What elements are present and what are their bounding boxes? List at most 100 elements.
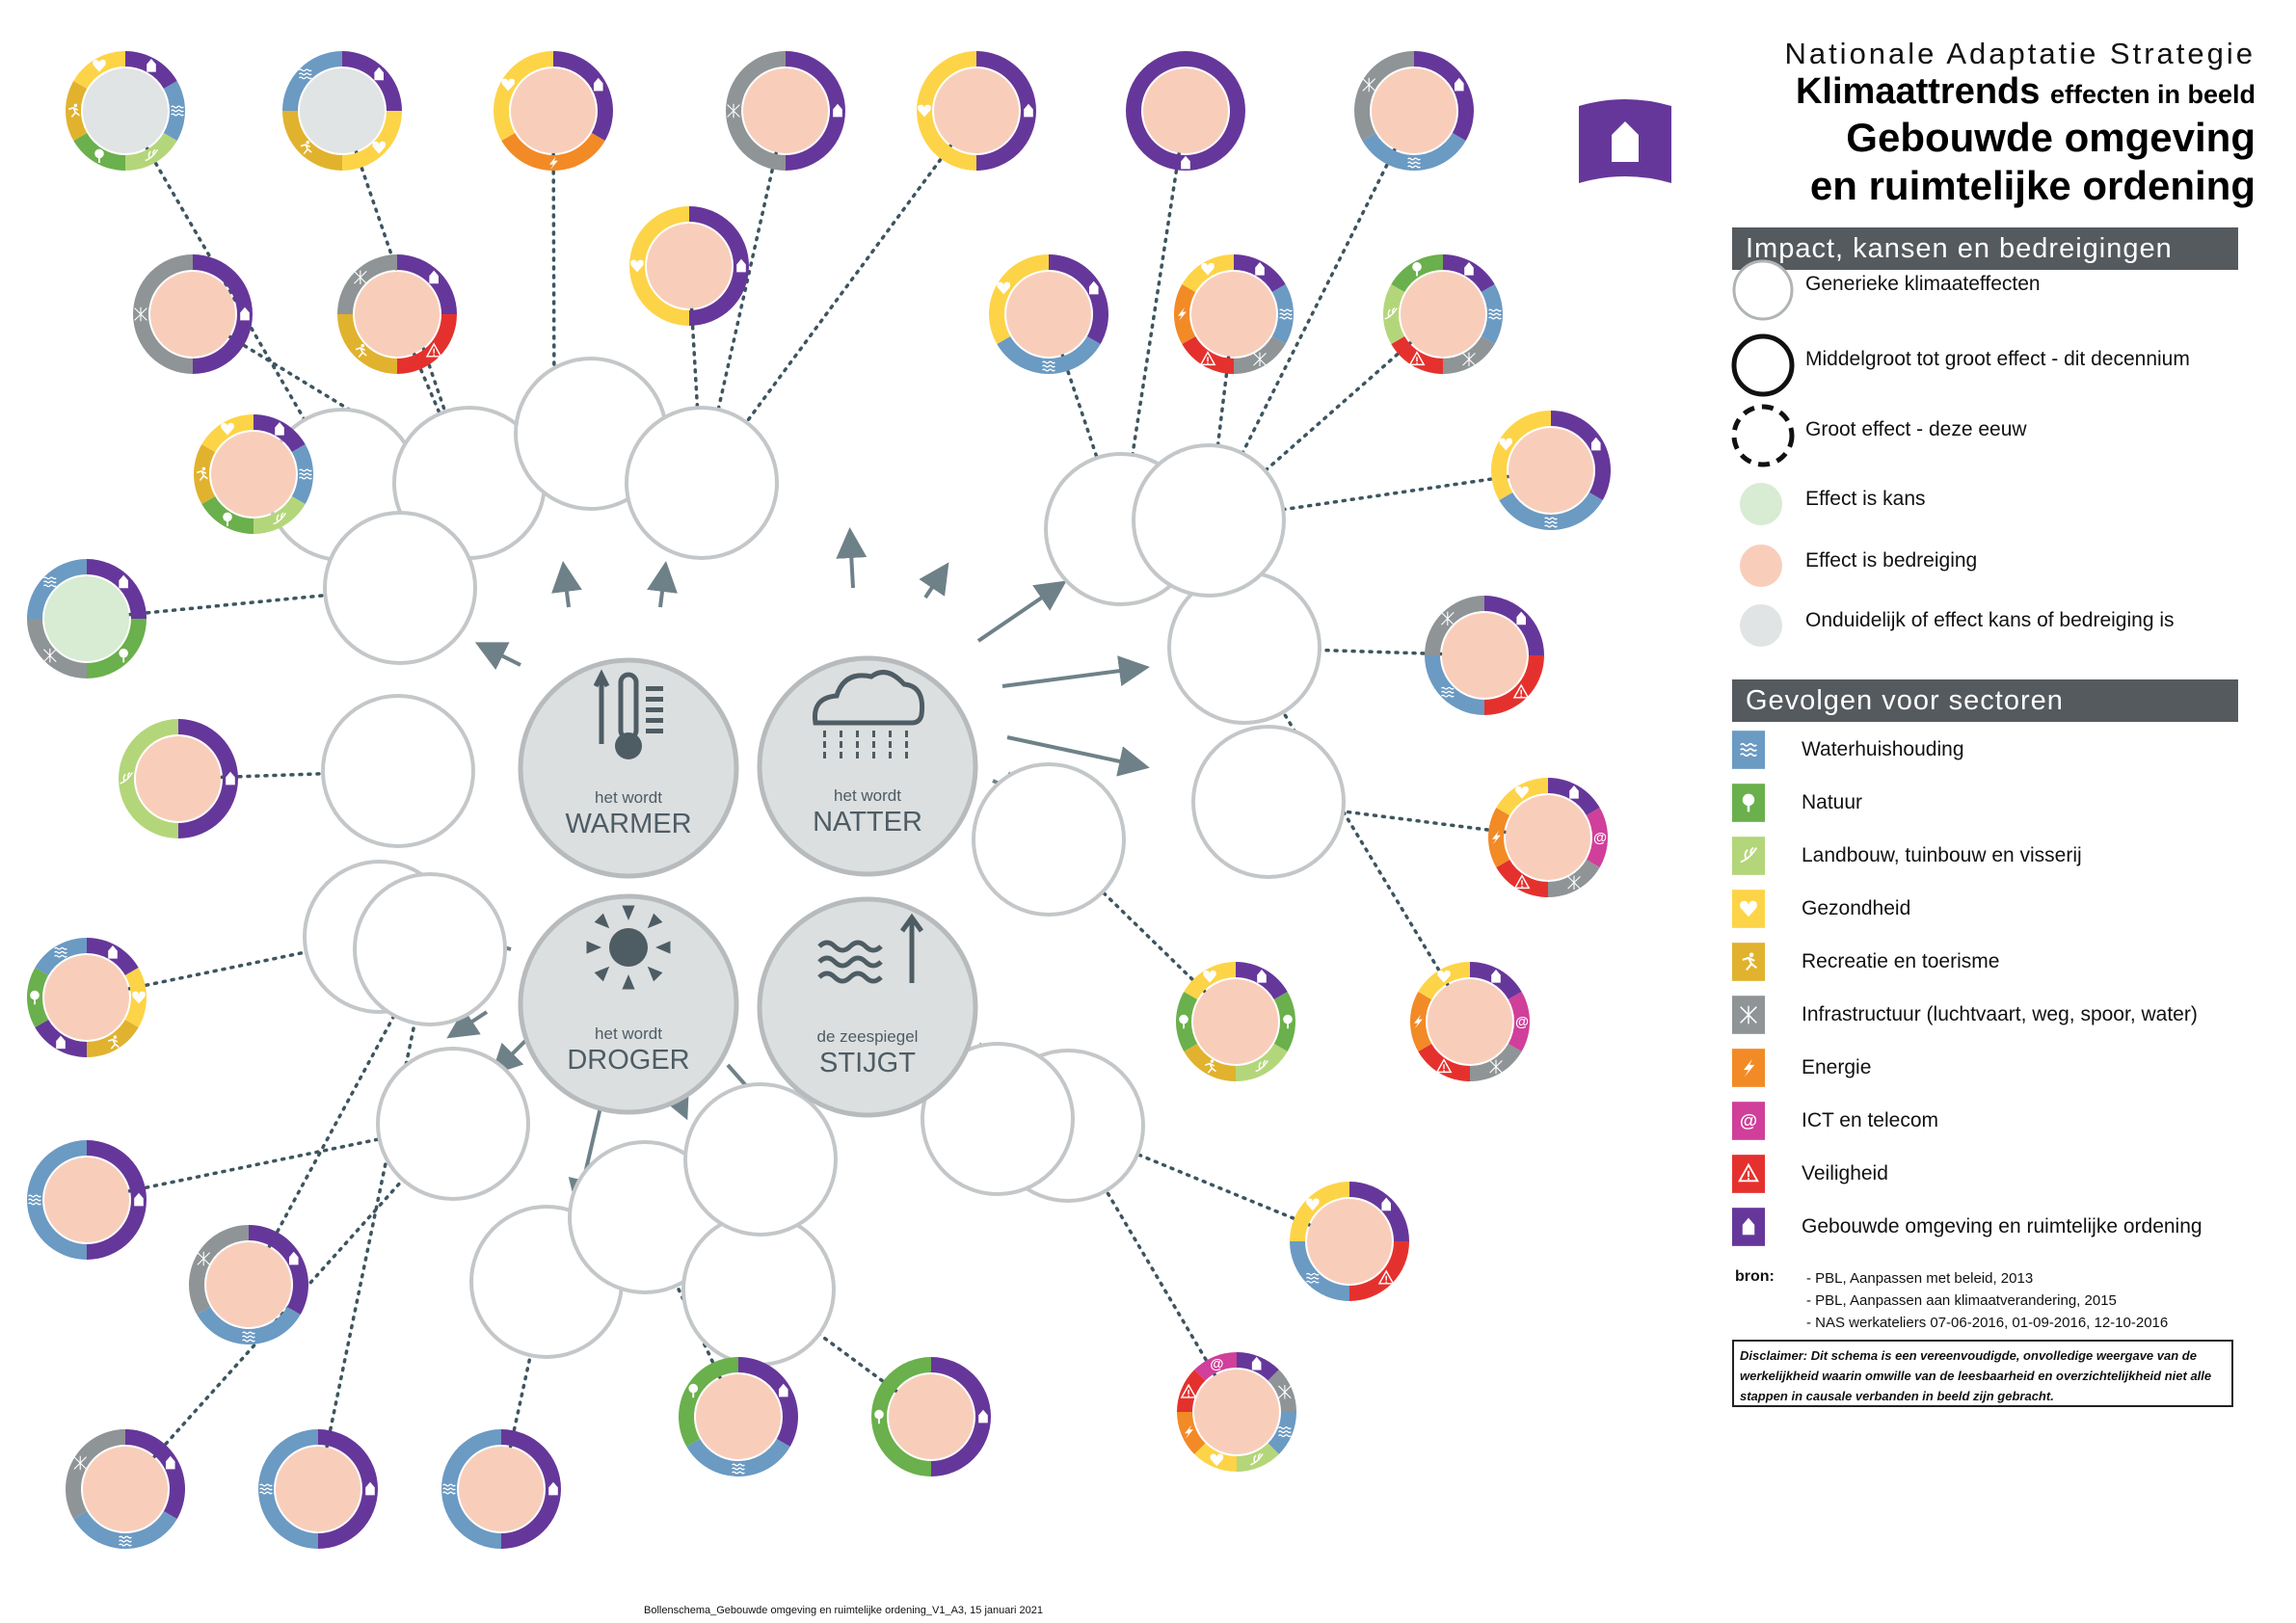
donut-segment-infra [1425,596,1484,655]
donut-segment-water [686,1439,790,1477]
impact-legend-label: Effect is kans [1805,488,1926,510]
donut-segment-water [27,1140,87,1260]
waves-icon [1732,731,1765,769]
connector-line [700,109,978,485]
donut-center [1508,428,1593,513]
donut-segment-built [553,51,614,141]
house-icon [56,1035,66,1050]
trend-arrow [474,642,521,671]
donut-center [889,1374,974,1459]
crossroads-icon [727,103,740,119]
bron-label: bron: [1735,1268,1775,1285]
house-icon [1464,262,1474,276]
donut-segment-built [249,1225,308,1315]
house-icon [1742,1217,1755,1236]
donut-center [1006,272,1091,357]
sector-donut [27,559,147,678]
donut-segment-energy [501,133,605,172]
connector-line [316,947,432,1491]
effect-circle [625,406,779,560]
heart-icon [1740,900,1757,918]
subtitle-line2: en ruimtelijke ordening [1809,163,2256,208]
sector-donut [871,1357,991,1477]
crossroads-icon [1489,1059,1503,1074]
sector-donut [66,1429,185,1549]
heart-icon [1499,438,1513,451]
donut-segment-health [917,51,976,171]
impact-legend-label: Middelgroot tot groot effect - dit decen… [1805,348,2190,370]
donut-segment-built [1414,51,1474,141]
waves-icon [28,1194,41,1206]
donut-segment-built [1551,411,1611,500]
wheat-icon [273,512,286,525]
house-icon [1590,437,1601,451]
wheat-icon [145,148,158,162]
heart-icon [997,281,1011,295]
at-icon: @ [1210,1357,1223,1372]
organization-name: Nationale Adaptatie Strategie [1784,37,2256,70]
impact-legend-item: Groot effect - deze eeuw [1730,404,2270,467]
house-icon [1181,155,1190,170]
house-icon [1381,1197,1391,1211]
trend-big-label: WARMER [565,809,691,839]
donut-segment-infra [337,254,397,314]
heart-icon [1203,970,1216,983]
sector-legend-label: Waterhuishouding [1802,738,1964,760]
source-item: - PBL, Aanpassen met beleid, 2013 [1806,1270,2034,1287]
donut-segment-built [786,51,845,171]
heart-icon [1437,970,1451,983]
donut-center [206,1242,291,1327]
heart-icon [918,104,931,118]
connector-line [1119,109,1188,531]
sector-legend-item-nature: Natuur [1732,784,2272,826]
sector-legend-item-safety: Veiligheid [1732,1155,2272,1197]
sector-donut [193,414,313,534]
sector-legend-label: Natuur [1802,791,1863,813]
warning-icon [1513,874,1531,890]
impact-legend-label: Onduidelijk of effect kans of bedreiging… [1805,609,2175,631]
trend-arrow [647,561,678,608]
sector-donut [1173,254,1294,374]
runner-icon [67,103,80,118]
sector-donut [1353,51,1474,172]
source-item: - NAS werkateliers 07-06-2016, 01-09-201… [1806,1315,2169,1331]
donut-segment-built [501,1429,561,1549]
house-icon [288,1251,299,1265]
runner-icon [300,140,312,155]
lightning-icon [549,155,558,171]
sector-donut [258,1429,378,1549]
crossroads-icon [73,1455,88,1471]
donut-segment-infra [27,619,87,678]
donut-segment-nature [87,619,147,678]
trend-big-label: NATTER [813,807,922,838]
warning-icon [1512,683,1530,699]
effect-circle [683,1082,838,1237]
crossroads-icon [1740,1005,1757,1024]
effect-circle [681,1212,836,1367]
donut-segment-water [258,1429,318,1549]
effect-circles [265,357,1346,1367]
waves-icon [259,1483,273,1495]
lightning-icon [1178,306,1187,322]
donut-center [44,576,129,661]
house-icon [736,258,746,273]
donut-segment-rec [1184,1044,1236,1081]
sector-donut [1290,1182,1409,1301]
tree-icon [1742,793,1755,812]
donut-segment-rec [337,314,397,374]
house-icon [778,1383,788,1397]
donut-segment-energy [1173,284,1196,344]
crossroads-icon [1441,611,1455,626]
donut-segment-energy [1487,808,1510,867]
rain-cloud-icon [812,670,925,758]
tree-icon [874,1409,884,1424]
sector-donut [441,1429,561,1549]
sector-legend-item-rec: Recreatie en toerisme [1732,943,2272,985]
warning-icon [1199,351,1216,366]
donut-segment-built [1349,1182,1409,1241]
legend-swatch [1732,259,1794,321]
trend-arrow [1001,655,1150,688]
warning-icon [1732,1155,1765,1193]
